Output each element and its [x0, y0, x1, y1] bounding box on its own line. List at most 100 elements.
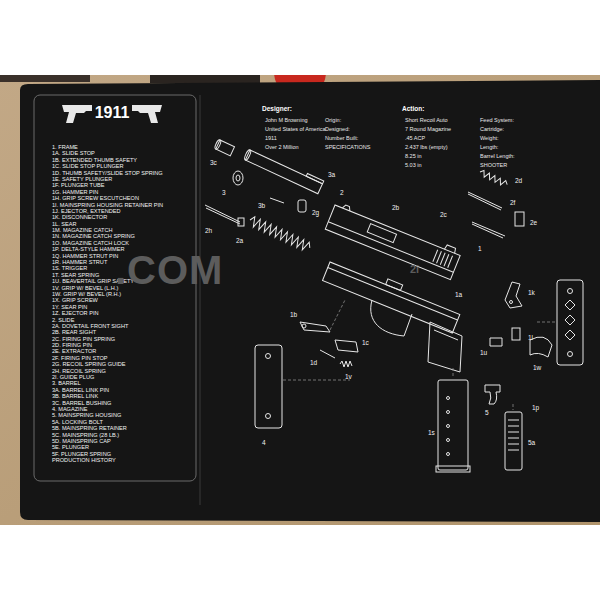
- part-list-item: 1Z. EJECTOR PIN: [52, 311, 99, 317]
- part-list-item: 1B. EXTENDED THUMB SAFETY: [52, 158, 137, 164]
- callout-number: 2d: [515, 178, 522, 185]
- part-list-item: 1G. HAMMER PIN: [52, 190, 98, 196]
- part-list-item: 5B. MAINSPRING RETAINER: [52, 426, 127, 432]
- part-list-item: PRODUCTION HISTORY: [52, 458, 116, 464]
- callout-number: 1p: [532, 405, 539, 412]
- part-list-item: 1F. PLUNGER TUBE: [52, 183, 104, 189]
- part-list-item: 5C. MAINSPRING (28 LB.): [52, 433, 119, 439]
- part-list-item: 1Y. SEAR PIN: [52, 305, 87, 311]
- part-list-item: 5D. MAINSPRING CAP: [52, 439, 111, 445]
- exploded-view: [205, 139, 583, 472]
- part-list-item: 1J. EJECTOR, EXTENDED: [52, 209, 121, 215]
- history-label: United States of America: [265, 127, 326, 133]
- spec-value: Cartridge:: [480, 127, 504, 133]
- spec-label: .45 ACP: [405, 136, 425, 142]
- callout-number: 2g: [312, 210, 319, 217]
- history-value: SPECIFICATIONS: [325, 145, 370, 151]
- diagram-title: 1911: [95, 105, 130, 121]
- part-list-item: 1N. MAGAZINE CATCH SPRING: [52, 234, 135, 240]
- part-list-item: 1K. DISCONNECTOR: [52, 215, 107, 221]
- part-list-item: 3A. BARREL LINK PIN: [52, 388, 109, 394]
- part-list-item: 1E. SAFETY PLUNGER: [52, 177, 112, 183]
- part-list-item: 2D. FIRING PIN: [52, 343, 92, 349]
- callout-number: 3: [222, 190, 226, 197]
- callout-number: 1c: [362, 340, 369, 347]
- part-list-item: 1R. HAMMER STRUT: [52, 260, 107, 266]
- spec-value: Barrel Length:: [480, 154, 515, 160]
- callout-number: 3c: [210, 160, 217, 167]
- callout-number: 2: [340, 190, 344, 197]
- history-value: Number Built:: [325, 136, 358, 142]
- part-list-item: 1. FRAME: [52, 145, 78, 151]
- part-list-item: 1H. GRIP SCREW ESCUTCHEON: [52, 196, 139, 202]
- spec-label: 8.25 in: [405, 154, 422, 160]
- part-list-item: 2G. RECOIL SPRING GUIDE: [52, 362, 125, 368]
- part-list-item: 1Q. HAMMER STRUT PIN: [52, 254, 118, 260]
- part-list-item: 1X. GRIP SCREW: [52, 298, 98, 304]
- callout-number: 1s: [428, 430, 435, 437]
- callout-number: 1b: [290, 312, 297, 319]
- pistol-icon: [62, 105, 162, 123]
- callout-number: 2e: [530, 220, 537, 227]
- part-list-item: 1L. SEAR: [52, 222, 77, 228]
- callout-number: 2f: [510, 200, 515, 207]
- part-list-item: 1S. TRIGGER: [52, 266, 87, 272]
- part-list-item: 1P. DELTA-STYLE HAMMER: [52, 247, 124, 253]
- part-list-item: 5A. LOCKING BOLT: [52, 420, 103, 426]
- part-list-item: 1A. SLIDE STOP: [52, 151, 95, 157]
- part-list-item: 2A. DOVETAIL FRONT SIGHT: [52, 324, 128, 330]
- callout-number: 2b: [392, 205, 399, 212]
- callout-number: 2h: [205, 228, 212, 235]
- callout-number: 5a: [528, 440, 535, 447]
- part-list-item: 2. SLIDE: [52, 318, 74, 324]
- part-list-item: 2I. GUIDE PLUG: [52, 375, 94, 381]
- spec-label: 2.437 lbs (empty): [405, 145, 448, 151]
- part-list-item: 1D. THUMB SAFETY/SLIDE STOP SPRING: [52, 171, 163, 177]
- history-label: John M Browning: [265, 118, 308, 124]
- history-label: Over 2 Million: [265, 145, 299, 151]
- part-list-item: 2C. FIRING PIN SPRING: [52, 337, 115, 343]
- callout-number: 3b: [258, 203, 265, 210]
- part-list-item: 1T. SEAR SPRING: [52, 273, 99, 279]
- callout-number: 1w: [533, 365, 541, 372]
- spec-value: Feed System:: [480, 118, 514, 124]
- callout-number: 1l: [528, 335, 533, 342]
- part-list-item: 1I. MAINSPRING HOUSING RETAINER PIN: [52, 203, 163, 209]
- callout-number: 3a: [328, 172, 335, 179]
- spec-value: SHOOTER: [480, 163, 507, 169]
- callout-number: 2c: [440, 212, 447, 219]
- history-value: Designed:: [325, 127, 350, 133]
- part-list-item: 5F. PLUNGER SPRING: [52, 452, 111, 458]
- spec-label: 5.03 in: [405, 163, 422, 169]
- spec-label: 7 Round Magazine: [405, 127, 451, 133]
- callout-number: 2a: [236, 238, 243, 245]
- callout-number: 1a: [455, 292, 462, 299]
- part-list-item: 4. MAGAZINE: [52, 407, 87, 413]
- history-label: 1911: [265, 136, 277, 142]
- part-list-item: 1C. SLIDE STOP PLUNGER: [52, 164, 124, 170]
- part-list-item: 3B. BARREL LINK: [52, 394, 98, 400]
- part-list-item: 1M. MAGAZINE CATCH: [52, 228, 113, 234]
- section-heading: Action:: [402, 106, 424, 113]
- history-value: Origin:: [325, 118, 341, 124]
- part-list-item: 1O. MAGAZINE CATCH LOCK: [52, 241, 129, 247]
- alignment-line: [283, 300, 555, 410]
- callout-number: 4: [262, 440, 266, 447]
- watermark: 2i: [410, 264, 419, 275]
- divider: [200, 95, 201, 505]
- part-list-item: 2H. RECOIL SPRING: [52, 369, 106, 375]
- callout-number: 1d: [310, 360, 317, 367]
- callout-number: 1v: [345, 374, 352, 381]
- callout-number: 5: [485, 410, 489, 417]
- part-list-item: 3. BARREL: [52, 381, 81, 387]
- callout-number: 1u: [480, 350, 487, 357]
- part-list-item: 5E. PLUNGER: [52, 445, 89, 451]
- callout-number: 1k: [528, 290, 535, 297]
- part-list-item: 5. MAINSPRING HOUSING: [52, 413, 121, 419]
- photo-ground: [0, 75, 600, 525]
- spec-value: Length:: [480, 145, 498, 151]
- part-list-item: 2B. REAR SIGHT: [52, 330, 96, 336]
- spec-value: Weight:: [480, 136, 499, 142]
- watermark: .COM: [115, 250, 223, 290]
- part-list-item: 3C. BARREL BUSHING: [52, 401, 111, 407]
